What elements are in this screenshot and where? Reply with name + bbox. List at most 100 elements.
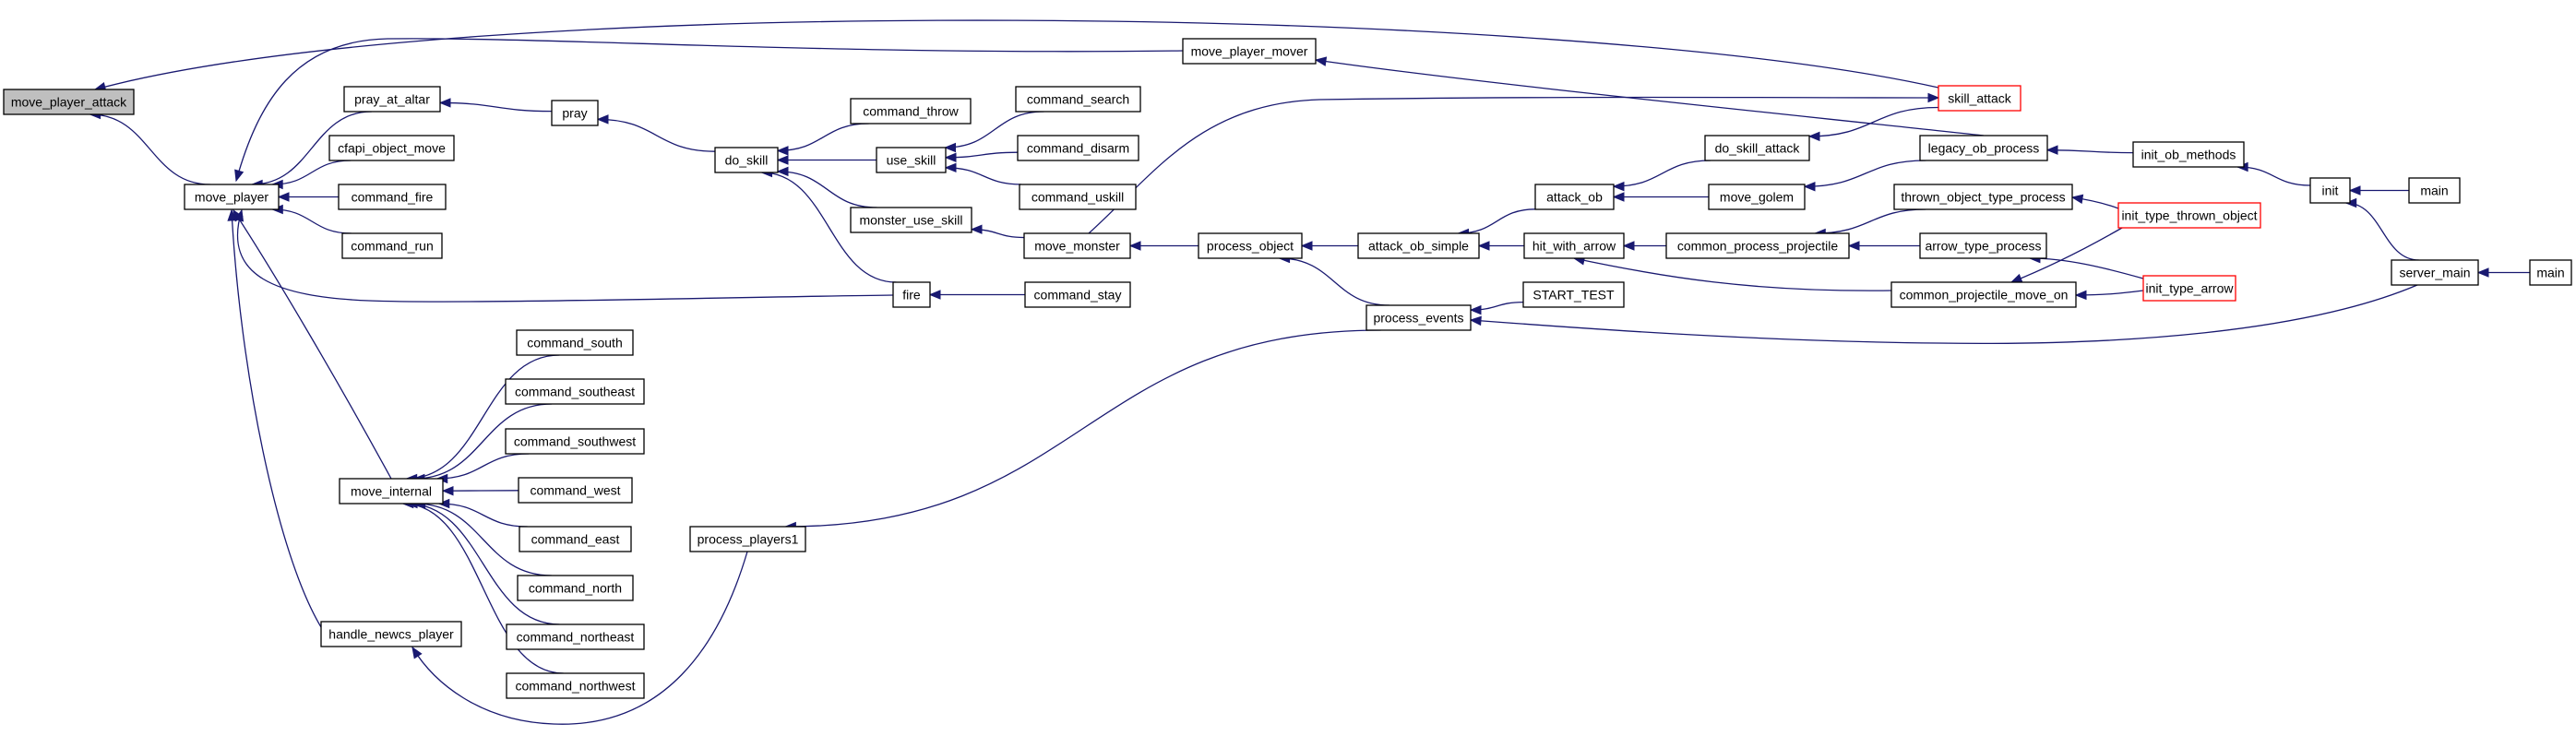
- node-command-northeast[interactable]: command_northeast: [506, 623, 645, 650]
- node-process-object[interactable]: process_object: [1198, 232, 1303, 259]
- node-label: arrow_type_process: [1925, 239, 2041, 254]
- edge-init-type-thrown-object-to-common-projectile-move-on-arrowhead: [2010, 273, 2023, 283]
- node-skill-attack[interactable]: skill_attack: [1938, 85, 2021, 112]
- node-box: [1357, 232, 1480, 259]
- node-process-players1[interactable]: process_players1: [689, 526, 806, 552]
- node-command-east[interactable]: command_east: [519, 526, 632, 552]
- node-use-skill[interactable]: use_skill: [876, 147, 947, 173]
- node-label: command_northwest: [516, 679, 636, 694]
- edge-command-search-to-use-skill-arrowhead: [944, 142, 957, 153]
- edge-common-projectile-move-on-to-hit-with-arrow: [1573, 257, 1892, 291]
- node-init-type-arrow[interactable]: init_type_arrow: [2142, 275, 2236, 302]
- edge-common-process-projectile-to-hit-with-arrow-arrowhead: [1622, 241, 1635, 251]
- node-command-run[interactable]: command_run: [341, 232, 443, 259]
- node-command-disarm[interactable]: command_disarm: [1017, 135, 1139, 161]
- node-move-internal[interactable]: move_internal: [339, 478, 444, 505]
- node-label: main: [2420, 184, 2448, 198]
- node-attack-ob-simple[interactable]: attack_ob_simple: [1357, 232, 1480, 259]
- node-pray-at-altar[interactable]: pray_at_altar: [343, 86, 441, 113]
- node-command-uskill[interactable]: command_uskill: [1019, 184, 1137, 210]
- node-command-north[interactable]: command_north: [517, 575, 634, 601]
- node-fire[interactable]: fire: [892, 281, 931, 308]
- edge-init-ob-methods-to-legacy-ob-process: [2046, 149, 2134, 154]
- node-label: init_type_thrown_object: [2121, 208, 2257, 223]
- node-box: [338, 184, 447, 210]
- node-legacy-ob-process[interactable]: legacy_ob_process: [1919, 135, 2048, 161]
- edge-move-golem-to-attack-ob-arrowhead: [1612, 192, 1625, 202]
- node-box: [1708, 184, 1806, 210]
- edge-legacy-ob-process-to-move-golem-arrowhead: [1803, 182, 1816, 192]
- node-move-player-mover[interactable]: move_player_mover: [1182, 38, 1317, 65]
- edge-command-stay-to-fire-arrowhead: [928, 290, 941, 300]
- edge-command-east-to-move-internal: [438, 503, 528, 528]
- node-box: [1919, 135, 2048, 161]
- node-box: [1938, 85, 2021, 112]
- node-init-type-thrown-object[interactable]: init_type_thrown_object: [2117, 202, 2261, 229]
- node-move-monster[interactable]: move_monster: [1023, 232, 1131, 259]
- edge-pray-to-pray-at-altar: [439, 101, 553, 113]
- node-box: [1024, 281, 1131, 308]
- node-pray[interactable]: pray: [551, 100, 599, 126]
- node-server-main[interactable]: server_main: [2391, 259, 2479, 286]
- node-label: command_uskill: [1032, 190, 1124, 205]
- node-box: [519, 526, 632, 552]
- node-common-process-projectile[interactable]: common_process_projectile: [1665, 232, 1850, 259]
- edge-server-main-to-process-events: [1470, 284, 2418, 345]
- node-label: move_player_mover: [1191, 44, 1308, 59]
- node-thrown-object-type-process[interactable]: thrown_object_type_process: [1893, 184, 2073, 210]
- node-main-2[interactable]: main: [2529, 259, 2572, 286]
- node-label: move_golem: [1720, 190, 1794, 205]
- node-box: [2132, 141, 2245, 168]
- node-common-projectile-move-on[interactable]: common_projectile_move_on: [1890, 281, 2077, 308]
- node-do-skill-attack[interactable]: do_skill_attack: [1704, 135, 1810, 161]
- node-command-throw[interactable]: command_throw: [850, 98, 972, 125]
- edge-init-to-init-ob-methods: [2237, 166, 2311, 186]
- node-monster-use-skill[interactable]: monster_use_skill: [850, 207, 972, 233]
- node-move-player-attack[interactable]: move_player_attack: [3, 89, 135, 115]
- node-command-northwest[interactable]: command_northwest: [506, 672, 645, 699]
- node-box: [517, 575, 634, 601]
- edge-command-southeast-to-move-internal: [413, 403, 553, 480]
- node-command-fire[interactable]: command_fire: [338, 184, 447, 210]
- node-box: [876, 147, 947, 173]
- node-label: use_skill: [887, 153, 936, 168]
- edge-use-skill-to-do-skill-arrowhead: [776, 155, 789, 165]
- node-arrow-type-process[interactable]: arrow_type_process: [1919, 232, 2047, 259]
- node-box: [341, 232, 443, 259]
- node-handle-newcs-player[interactable]: handle_newcs_player: [320, 621, 462, 647]
- node-attack-ob[interactable]: attack_ob: [1534, 184, 1615, 210]
- edge-pray-at-altar-to-move-player: [252, 111, 372, 185]
- node-move-player[interactable]: move_player: [184, 184, 280, 210]
- node-box: [320, 621, 462, 647]
- node-box: [2408, 177, 2461, 204]
- node-command-southwest[interactable]: command_southwest: [505, 428, 645, 455]
- edge-command-northeast-to-move-internal: [407, 503, 560, 625]
- node-init[interactable]: init: [2309, 177, 2351, 204]
- node-label: command_southwest: [514, 434, 636, 449]
- node-move-golem[interactable]: move_golem: [1708, 184, 1806, 210]
- node-do-skill[interactable]: do_skill: [714, 147, 779, 173]
- edge-command-north-to-move-internal: [414, 503, 552, 576]
- node-command-south[interactable]: command_south: [516, 329, 634, 356]
- node-command-search[interactable]: command_search: [1015, 86, 1141, 113]
- node-box: [2391, 259, 2479, 286]
- edge-arrow-type-process-to-common-process-projectile-arrowhead: [1847, 241, 1860, 251]
- node-label: common_process_projectile: [1677, 239, 1839, 254]
- edge-START-TEST-to-process-events-arrowhead: [1469, 304, 1482, 315]
- edge-fire-to-move-player-arrowhead: [233, 208, 244, 222]
- edge-process-events-to-process-object: [1279, 257, 1389, 306]
- node-init-ob-methods[interactable]: init_ob_methods: [2132, 141, 2245, 168]
- node-cfapi-object-move[interactable]: cfapi_object_move: [328, 135, 455, 161]
- node-command-stay[interactable]: command_stay: [1024, 281, 1131, 308]
- edge-move-monster-to-skill-attack: [1088, 96, 1939, 234]
- node-box: [551, 100, 599, 126]
- node-hit-with-arrow[interactable]: hit_with_arrow: [1523, 232, 1625, 259]
- node-command-southeast[interactable]: command_southeast: [505, 378, 645, 405]
- node-process-events[interactable]: process_events: [1366, 304, 1472, 331]
- edge-handle-newcs-player-to-move-player: [231, 209, 322, 628]
- edge-command-northwest-to-move-internal: [402, 503, 564, 674]
- node-START-TEST[interactable]: START_TEST: [1522, 281, 1625, 308]
- node-main-1[interactable]: main: [2408, 177, 2461, 204]
- node-command-west[interactable]: command_west: [518, 477, 633, 504]
